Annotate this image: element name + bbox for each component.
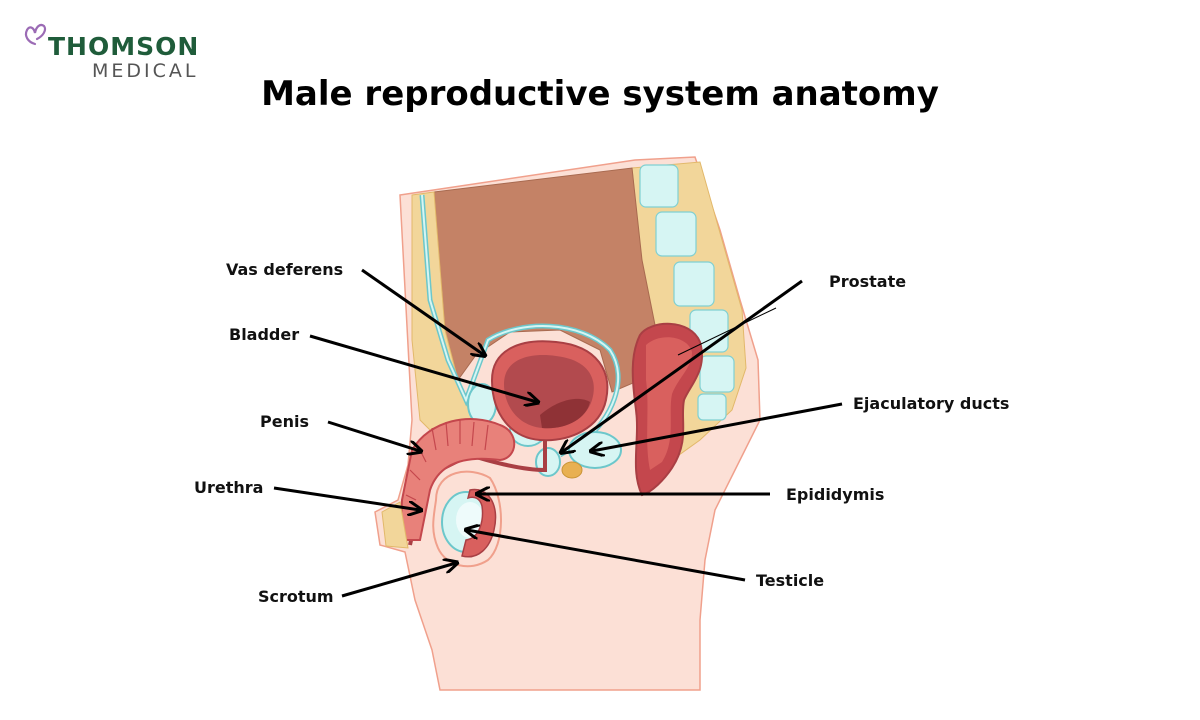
label-urethra: Urethra (194, 478, 264, 497)
label-prostate: Prostate (829, 272, 907, 291)
label-scrotum: Scrotum (258, 587, 334, 606)
pointer-lines (273, 268, 843, 598)
pointer-ejaculatory-ducts (592, 402, 843, 451)
label-penis: Penis (260, 412, 309, 431)
brand-name-top: THOMSON (48, 32, 200, 61)
pointer-urethra (273, 486, 420, 510)
pointer-penis (327, 420, 420, 451)
pointer-bladder (309, 334, 537, 402)
brand-logo: THOMSON MEDICAL (22, 22, 222, 84)
pointer-vas-deferens (361, 268, 484, 355)
butterfly-icon (24, 23, 47, 46)
label-vas-deferens: Vas deferens (226, 260, 344, 279)
prostate-thin-line (677, 307, 777, 356)
page-title: Male reproductive system anatomy (261, 74, 939, 114)
label-bladder: Bladder (229, 325, 300, 344)
label-testicle: Testicle (756, 571, 825, 590)
pointer-scrotum (341, 563, 456, 598)
pointer-testicle (467, 530, 746, 582)
bladder-organ (490, 340, 609, 442)
brand-name-bottom: MEDICAL (92, 60, 199, 82)
label-epididymis: Epididymis (786, 485, 885, 504)
prostate-organ (561, 461, 583, 479)
pointer-prostate (562, 279, 803, 452)
label-ejaculatory-ducts: Ejaculatory ducts (853, 394, 1010, 413)
